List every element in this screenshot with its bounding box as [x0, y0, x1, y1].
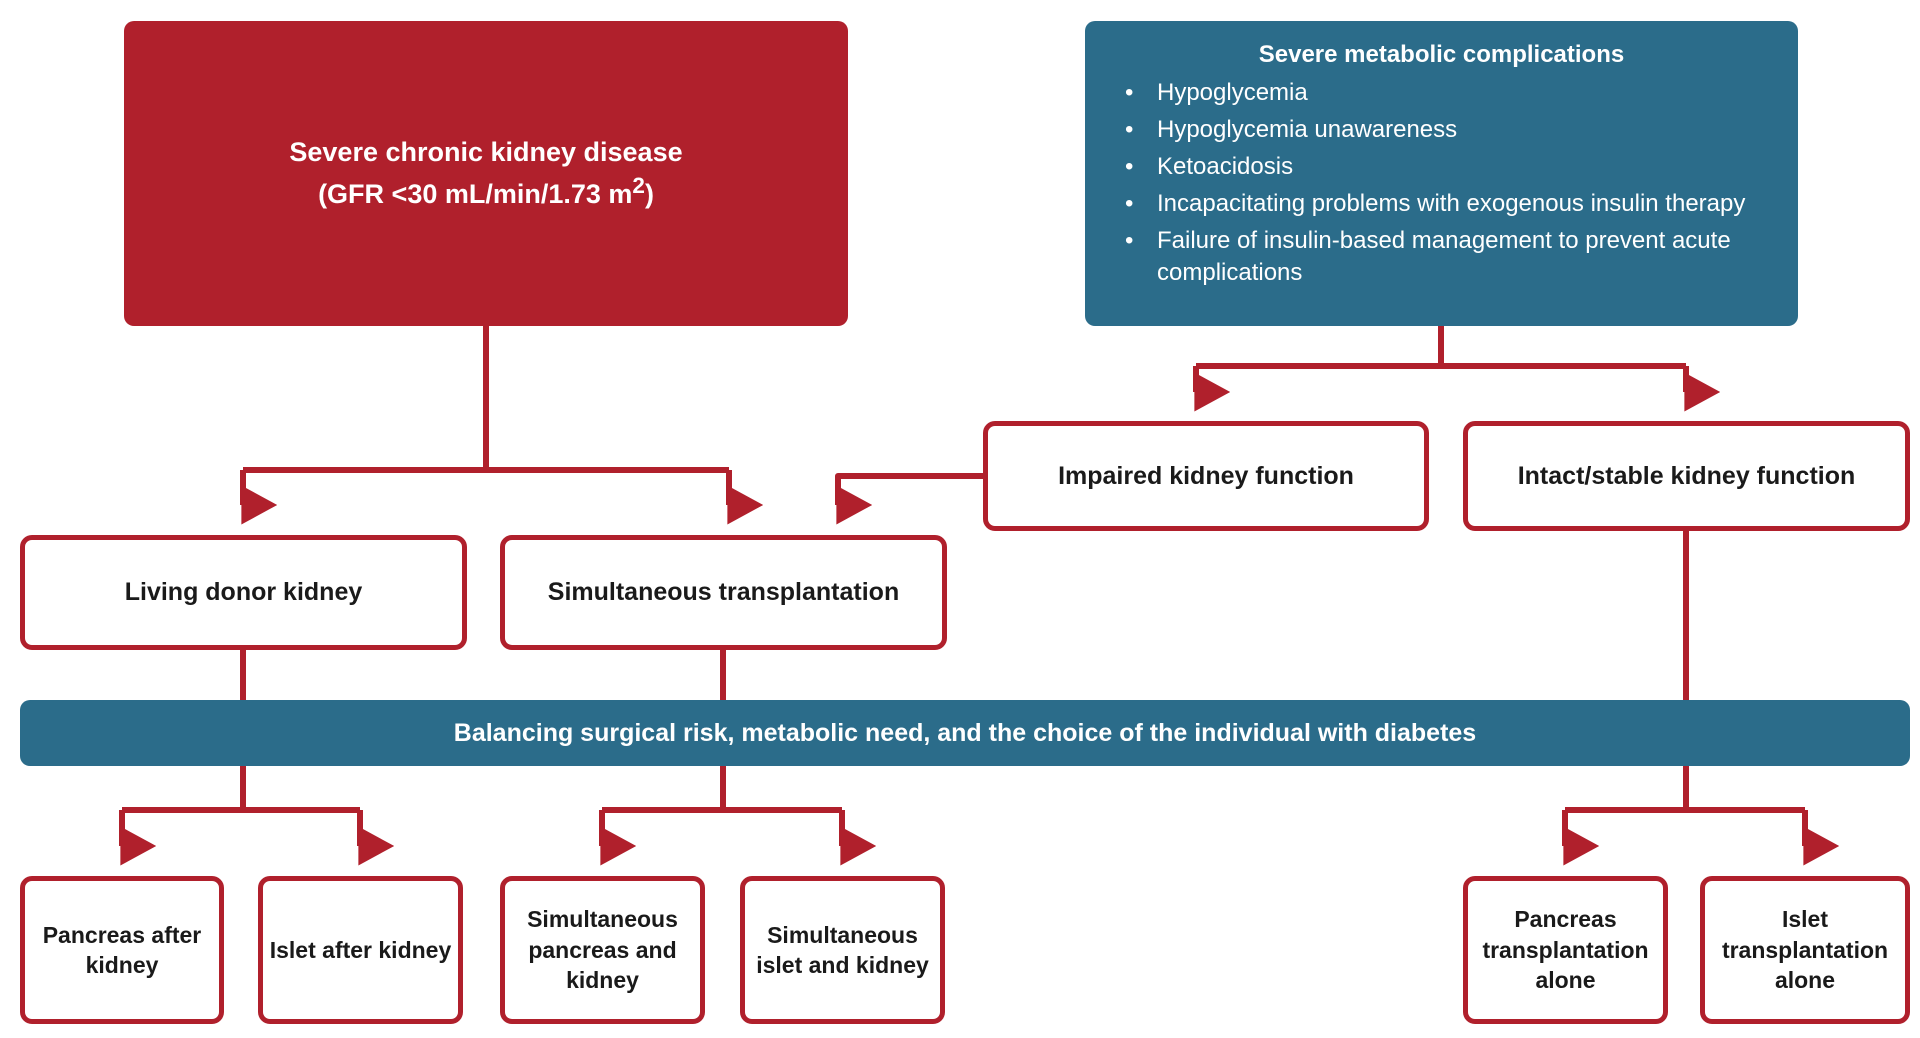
- islet-transplantation-alone-label: Islet transplantation alone: [1721, 906, 1889, 994]
- bullet-icon: •: [1125, 115, 1134, 143]
- ckd-line-2: (GFR <30 mL/min/1.73 m2): [289, 171, 682, 213]
- node-severe-metabolic-complications[interactable]: Severe metabolic complications • Hypoglyc…: [1085, 21, 1798, 326]
- list-item: • Incapacitating problems with exogenous …: [1125, 188, 1762, 220]
- pancreas-transplantation-alone-label: Pancreas transplantation alone: [1482, 906, 1649, 994]
- metabolic-heading: Severe metabolic complications: [1258, 41, 1625, 68]
- islet-after-kidney-label: Islet after kidney: [269, 936, 452, 963]
- bullet-icon: •: [1125, 152, 1134, 180]
- node-simultaneous-islet-and-kidney[interactable]: Simultaneous islet and kidney: [740, 876, 945, 1024]
- impaired-kidney-function-label: Impaired kidney function: [1058, 461, 1354, 490]
- node-balancing-bar[interactable]: Balancing surgical risk, metabolic need,…: [20, 700, 1910, 766]
- node-severe-chronic-kidney-disease[interactable]: Severe chronic kidney disease (GFR <30 m…: [124, 21, 848, 326]
- list-item: • Failure of insulin-based management to …: [1125, 225, 1762, 289]
- list-item-label: Incapacitating problems with exogenous i…: [1157, 189, 1746, 217]
- list-item-label: Failure of insulin-based management to p…: [1157, 226, 1731, 286]
- node-pancreas-transplantation-alone[interactable]: Pancreas transplantation alone: [1463, 876, 1668, 1024]
- node-intact-stable-kidney-function[interactable]: Intact/stable kidney function: [1463, 421, 1910, 531]
- ckd-gfr-superscript: 2: [632, 172, 645, 198]
- pancreas-after-kidney-label: Pancreas after kidney: [42, 921, 202, 978]
- node-simultaneous-pancreas-and-kidney[interactable]: Simultaneous pancreas and kidney: [500, 876, 705, 1024]
- node-simultaneous-transplantation[interactable]: Simultaneous transplantation: [500, 535, 947, 650]
- node-islet-transplantation-alone[interactable]: Islet transplantation alone: [1700, 876, 1910, 1024]
- simultaneous-pancreas-and-kidney-label: Simultaneous pancreas and kidney: [527, 906, 678, 994]
- metabolic-bullet-list: •Hypoglycemia •Hypoglycemia unawareness …: [1111, 77, 1772, 288]
- bullet-icon: •: [1125, 79, 1134, 106]
- ckd-line-1: Severe chronic kidney disease: [289, 136, 683, 167]
- living-donor-kidney-label: Living donor kidney: [124, 578, 363, 606]
- intact-stable-kidney-function-label: Intact/stable kidney function: [1517, 461, 1856, 490]
- bullet-icon: •: [1125, 226, 1134, 254]
- ckd-gfr-prefix: (GFR <30 mL/min/1.73 m: [318, 178, 633, 209]
- simultaneous-transplantation-label: Simultaneous transplantation: [547, 578, 900, 606]
- node-pancreas-after-kidney[interactable]: Pancreas after kidney: [20, 876, 224, 1024]
- bullet-icon: •: [1125, 189, 1134, 217]
- list-item-label: Hypoglycemia unawareness: [1157, 115, 1458, 143]
- list-item: • Hypoglycemia: [1125, 77, 1762, 109]
- node-islet-after-kidney[interactable]: Islet after kidney: [258, 876, 463, 1024]
- list-item: • Hypoglycemia unawareness: [1125, 114, 1762, 146]
- list-item: • Ketoacidosis: [1125, 151, 1762, 183]
- node-impaired-kidney-function[interactable]: Impaired kidney function: [983, 421, 1429, 531]
- ckd-gfr-suffix: ): [644, 178, 654, 209]
- balancing-bar-label: Balancing surgical risk, metabolic need,…: [453, 718, 1477, 747]
- list-item-label: Hypoglycemia: [1157, 79, 1308, 106]
- ckd-text-block: Severe chronic kidney disease (GFR <30 m…: [289, 135, 682, 212]
- simultaneous-islet-and-kidney-label: Simultaneous islet and kidney: [756, 921, 929, 978]
- list-item-label: Ketoacidosis: [1157, 152, 1294, 180]
- node-living-donor-kidney[interactable]: Living donor kidney: [20, 535, 467, 650]
